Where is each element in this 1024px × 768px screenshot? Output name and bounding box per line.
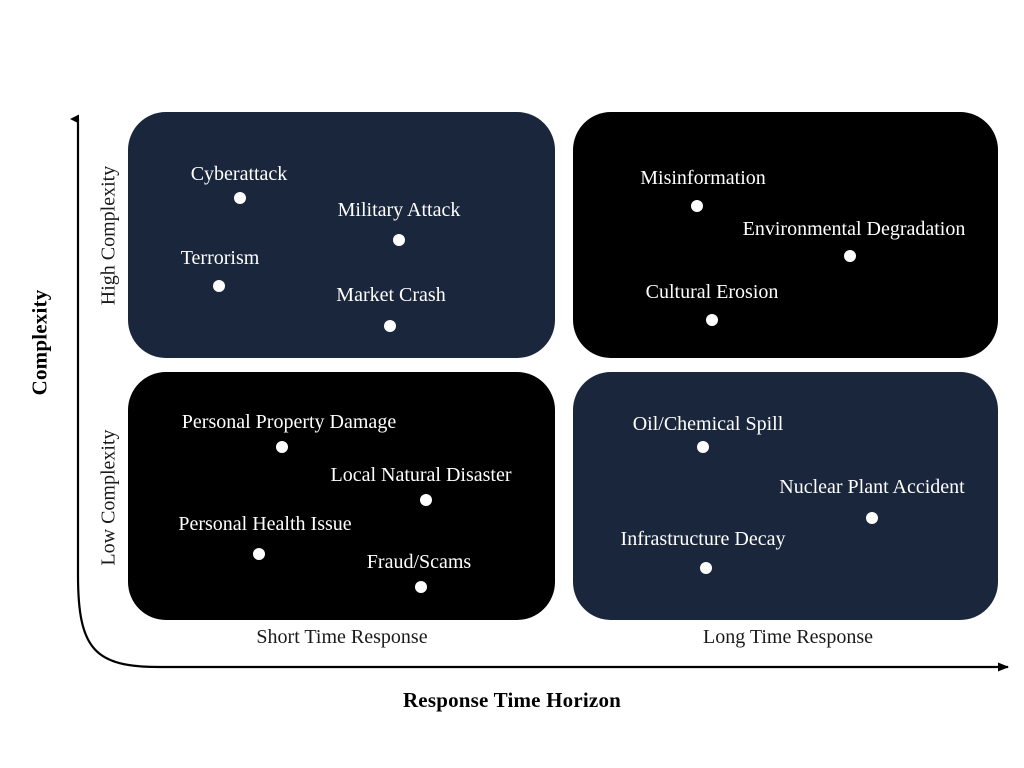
data-point-dot[interactable] — [691, 200, 703, 212]
data-point-label: Infrastructure Decay — [620, 528, 786, 550]
data-point-label: Misinformation — [640, 167, 766, 189]
data-point-dot[interactable] — [393, 234, 405, 246]
data-point-dot[interactable] — [415, 581, 427, 593]
data-point-dot[interactable] — [706, 314, 718, 326]
data-point-label: Military Attack — [337, 199, 461, 221]
data-point-dot[interactable] — [276, 441, 288, 453]
data-point-dot[interactable] — [700, 562, 712, 574]
data-point-dot[interactable] — [697, 441, 709, 453]
x-axis-label-long-time-response: Long Time Response — [702, 626, 874, 648]
data-point-label: Fraud/Scams — [366, 551, 472, 573]
data-point-label: Nuclear Plant Accident — [779, 476, 965, 498]
data-point-dot[interactable] — [234, 192, 246, 204]
x-axis-label-short-time-response: Short Time Response — [256, 626, 428, 648]
data-point-label: Cultural Erosion — [645, 281, 779, 303]
y-axis-label-low-complexity: Low Complexity — [97, 429, 120, 566]
data-point-dot[interactable] — [866, 512, 878, 524]
x-axis-title: Response Time Horizon — [402, 688, 622, 712]
data-point-label: Environmental Degradation — [742, 218, 966, 240]
quadrant-high-complexity-short-time — [128, 112, 555, 358]
data-point-dot[interactable] — [213, 280, 225, 292]
data-point-label: Market Crash — [336, 284, 446, 306]
data-point-label: Terrorism — [180, 247, 260, 269]
data-point-dot[interactable] — [384, 320, 396, 332]
data-point-label: Personal Property Damage — [181, 411, 397, 433]
quadrant-low-complexity-short-time — [128, 372, 555, 620]
y-axis-label-high-complexity: High Complexity — [97, 165, 120, 306]
data-point-dot[interactable] — [420, 494, 432, 506]
data-point-label: Local Natural Disaster — [330, 464, 512, 486]
data-point-label: Oil/Chemical Spill — [632, 413, 784, 435]
data-point-label: Personal Health Issue — [178, 513, 352, 535]
data-point-dot[interactable] — [844, 250, 856, 262]
data-point-dot[interactable] — [253, 548, 265, 560]
quadrant-high-complexity-long-time — [573, 112, 998, 358]
y-axis-title: Complexity — [27, 289, 52, 396]
quadrant-low-complexity-long-time — [573, 372, 998, 620]
data-point-label: Cyberattack — [190, 163, 288, 185]
